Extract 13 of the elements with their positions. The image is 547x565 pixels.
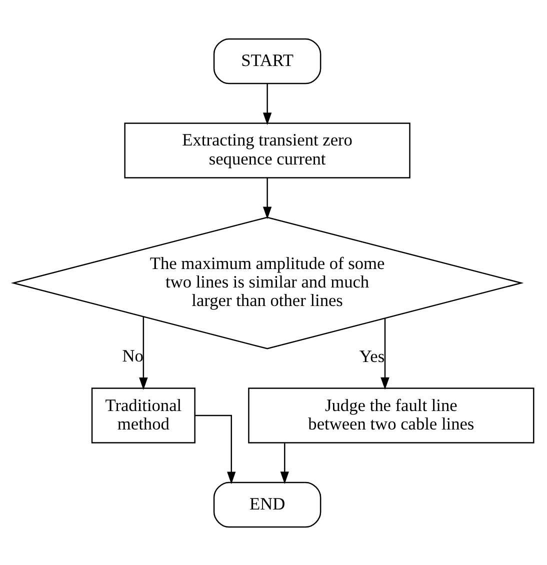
node-diamond: The maximum amplitude of some two lines is similar and much larger than other lines bbox=[10, 216, 524, 349]
arrow bbox=[139, 316, 148, 390]
node-box: Extracting transient zero sequence current bbox=[124, 122, 410, 178]
arrow bbox=[262, 83, 272, 125]
edge-label: Yes bbox=[359, 346, 385, 366]
arrow bbox=[380, 318, 390, 390]
node-box: Judge the fault line between two cable lines bbox=[248, 387, 534, 443]
arrow bbox=[280, 442, 289, 484]
arrow bbox=[195, 414, 236, 484]
node-box: START bbox=[213, 38, 322, 84]
arrow bbox=[262, 177, 272, 219]
node-box: Traditional method bbox=[91, 387, 196, 443]
node-box: END bbox=[213, 481, 322, 528]
